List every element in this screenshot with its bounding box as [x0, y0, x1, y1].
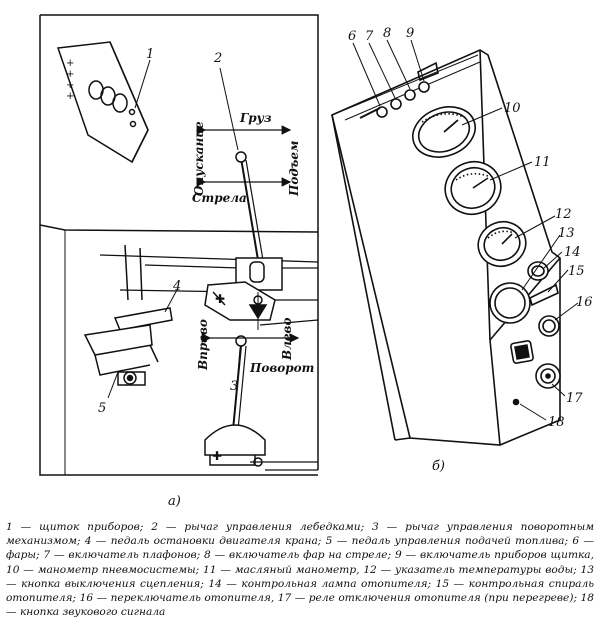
- label-11: 11: [534, 155, 551, 170]
- label-13: 13: [558, 226, 575, 241]
- figure-caption: 1 — щиток приборов; 2 — рычаг управления…: [6, 520, 594, 619]
- direction-gruz: Груз: [239, 111, 272, 125]
- instrument-panel: + + + +: [56, 41, 149, 164]
- direction-opuskanie: Опускание: [192, 121, 206, 196]
- label-8: 8: [383, 26, 391, 41]
- winch-lever: ✚: [204, 151, 283, 330]
- subfigure-a-label: а): [168, 494, 181, 509]
- panel-housing: [331, 39, 579, 446]
- direction-vpravo: Вправо: [196, 319, 210, 371]
- label-1: 1: [146, 47, 154, 62]
- label-12: 12: [555, 207, 572, 222]
- label-6: 6: [348, 29, 356, 44]
- svg-text:+: +: [66, 58, 74, 69]
- label-4: 4: [172, 279, 181, 294]
- label-2: 2: [213, 51, 222, 66]
- label-14: 14: [564, 245, 581, 260]
- svg-text:+: +: [66, 80, 74, 91]
- oil-pressure-gauge: [444, 160, 502, 216]
- label-7: 7: [365, 29, 374, 44]
- pneumatic-pressure-gauge: [412, 106, 476, 158]
- label-3: 3: [230, 379, 238, 394]
- label-15: 15: [568, 264, 585, 279]
- svg-text:+: +: [66, 69, 74, 80]
- direction-povorot: Поворот: [249, 361, 314, 375]
- svg-text:✚: ✚: [215, 292, 225, 306]
- direction-vlevo: Влево: [280, 318, 294, 361]
- label-17: 17: [566, 391, 583, 406]
- caption-text: 1 — щиток приборов; 2 — рычаг управления…: [6, 521, 594, 619]
- label-18: 18: [548, 415, 565, 430]
- cab-drawing: + + + +: [39, 14, 319, 476]
- swing-lever: ✚: [204, 335, 266, 467]
- subfigure-b-label: б): [432, 459, 445, 474]
- svg-text:+: +: [66, 91, 74, 102]
- direction-podyem: Подъем: [287, 141, 301, 197]
- label-5: 5: [98, 401, 106, 416]
- svg-text:✚: ✚: [212, 449, 222, 463]
- water-temperature-gauge: [477, 220, 527, 268]
- label-9: 9: [406, 26, 414, 41]
- pedal-assembly: [83, 244, 173, 386]
- label-16: 16: [576, 295, 593, 310]
- controls-diagram: + + + +: [39, 14, 593, 509]
- direction-strela: Стрела: [192, 191, 247, 205]
- label-10: 10: [504, 101, 521, 116]
